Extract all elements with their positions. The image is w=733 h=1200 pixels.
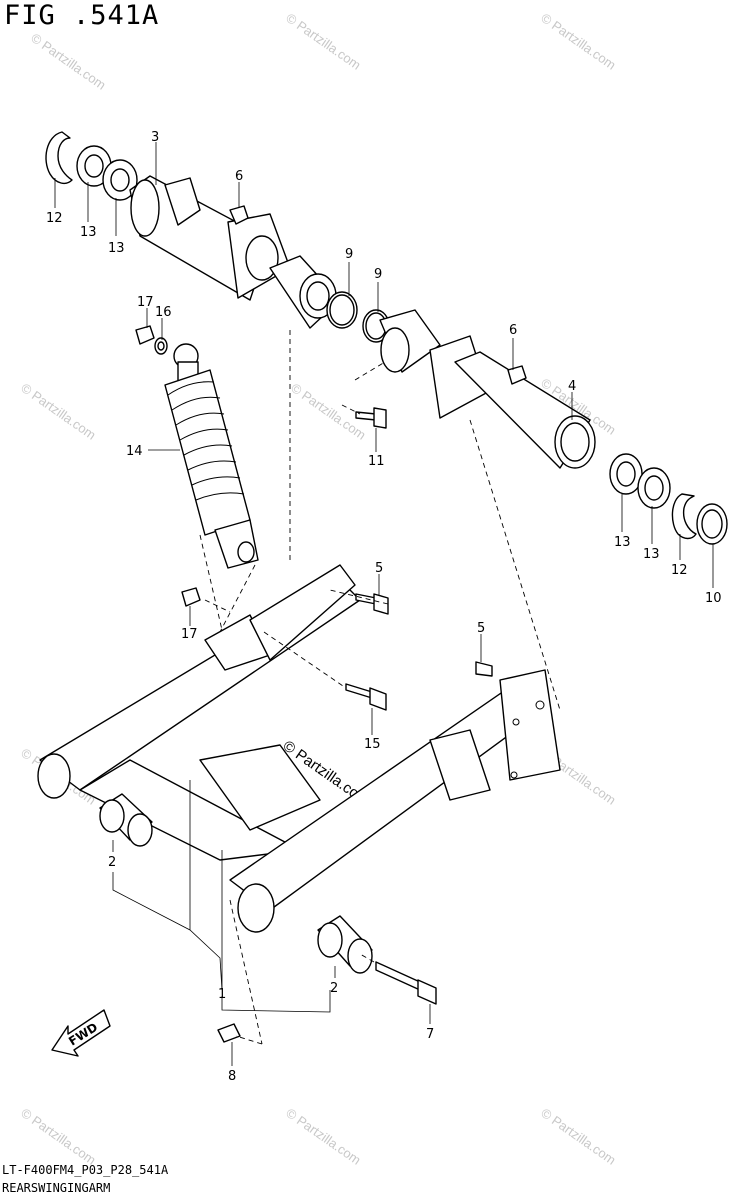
pivot-bolt-7[interactable]	[375, 961, 437, 1005]
callout-14[interactable]: 14	[126, 444, 143, 459]
nut-17-lower[interactable]	[181, 587, 201, 607]
bushing-2-right[interactable]	[317, 915, 373, 974]
callout-12-right[interactable]: 12	[671, 563, 688, 578]
callout-17-upper[interactable]: 17	[137, 295, 154, 310]
callout-15[interactable]: 15	[364, 737, 381, 752]
circlip-12-left[interactable]	[45, 131, 73, 185]
callout-10[interactable]: 10	[705, 591, 722, 606]
bolt-15[interactable]	[345, 683, 387, 711]
section-name: REARSWINGINGARM	[2, 1181, 111, 1195]
callout-6-left[interactable]: 6	[235, 169, 243, 184]
swingarm-1[interactable]	[37, 564, 561, 933]
fwd-arrow: FWD	[51, 1009, 111, 1057]
callout-16[interactable]: 16	[155, 305, 172, 320]
watermark: © Partzilla.com	[18, 1105, 98, 1168]
seal-10[interactable]	[696, 503, 728, 545]
watermark: © Partzilla.com	[28, 30, 108, 93]
figure-title: FIG .541A	[4, 0, 160, 31]
callout-1[interactable]: 1	[218, 987, 226, 1002]
callout-4[interactable]: 4	[568, 379, 576, 394]
bolt-5-right[interactable]	[475, 661, 493, 677]
callout-9-left[interactable]: 9	[345, 247, 353, 262]
callout-3[interactable]: 3	[151, 130, 159, 145]
washer-16[interactable]	[154, 337, 168, 355]
assembly-lines	[199, 330, 561, 1045]
watermark: © Partzilla.com	[283, 10, 363, 73]
bearing-13-left-b[interactable]	[102, 159, 138, 201]
nut-17-upper[interactable]	[135, 325, 155, 345]
watermark: © Partzilla.com	[283, 1105, 363, 1168]
callout-17-lower[interactable]: 17	[181, 627, 198, 642]
watermark: © Partzilla.com	[538, 10, 618, 73]
circlip-12-right[interactable]	[671, 493, 697, 540]
nut-8[interactable]	[217, 1023, 241, 1043]
callout-12-left[interactable]: 12	[46, 211, 63, 226]
bearing-13-right-b[interactable]	[637, 467, 671, 509]
callout-9-right[interactable]: 9	[374, 267, 382, 282]
callout-8[interactable]: 8	[228, 1069, 236, 1084]
callout-6-right[interactable]: 6	[509, 323, 517, 338]
oring-9-left[interactable]	[326, 291, 358, 329]
callout-11[interactable]: 11	[368, 454, 385, 469]
callout-5-right[interactable]: 5	[477, 621, 485, 636]
nut-6-right[interactable]	[507, 365, 527, 385]
pivot-tube-4[interactable]	[379, 309, 596, 469]
callout-13-right-b[interactable]: 13	[643, 547, 660, 562]
shock-absorber-14[interactable]	[164, 343, 259, 569]
leader-lines	[54, 142, 714, 1066]
callout-5-upper[interactable]: 5	[375, 561, 383, 576]
callout-2-right[interactable]: 2	[330, 981, 338, 996]
watermark: © Partzilla.com	[538, 1105, 618, 1168]
callout-2-left[interactable]: 2	[108, 855, 116, 870]
bolt-11[interactable]	[355, 407, 387, 429]
bearing-13-left-a[interactable]	[76, 145, 112, 187]
bushing-2-left[interactable]	[99, 793, 153, 847]
watermark: © Partzilla.com	[18, 380, 98, 443]
bearing-13-right-a[interactable]	[609, 453, 643, 495]
callout-13-left-a[interactable]: 13	[80, 225, 97, 240]
callout-labels: 3 12 13 13 6 9 9 6 4 17 16 14 11 13 13 1…	[46, 130, 722, 1084]
callout-13-left-b[interactable]: 13	[108, 241, 125, 256]
model-code: LT-F400FM4_P03_P28_541A	[2, 1163, 169, 1177]
callout-13-right-a[interactable]: 13	[614, 535, 631, 550]
callout-7[interactable]: 7	[426, 1027, 434, 1042]
